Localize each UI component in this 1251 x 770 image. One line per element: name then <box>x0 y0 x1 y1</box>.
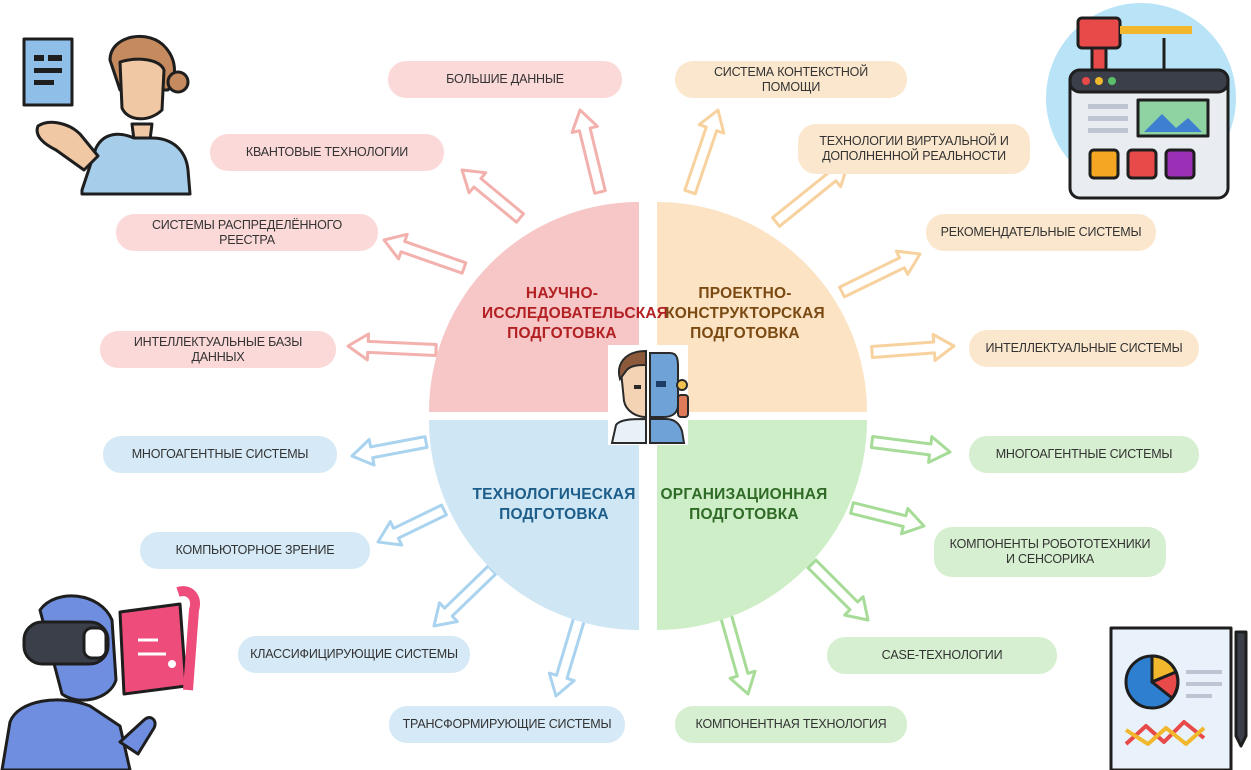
arrow-to-computer-vision <box>376 503 448 547</box>
org-item-case-tech: CASE-ТЕХНОЛОГИИ <box>827 637 1057 674</box>
design-item-context-help: СИСТЕМА КОНТЕКСТНОЙ ПОМОЩИ <box>675 61 907 98</box>
design-item-recommender: РЕКОМЕНДАТЕЛЬНЫЕ СИСТЕМЫ <box>926 214 1156 251</box>
arrow-to-big-data <box>570 108 607 195</box>
arrow-to-quantum <box>460 168 525 224</box>
research-item-big-data: БОЛЬШИЕ ДАННЫЕ <box>388 61 622 98</box>
arrow-to-transforming <box>547 612 587 698</box>
quadrant-label-organizational: ОРГАНИЗАЦИОННАЯ ПОДГОТОВКА <box>660 486 828 523</box>
research-item-quantum: КВАНТОВЫЕ ТЕХНОЛОГИИ <box>210 134 444 171</box>
quadrant-design <box>657 202 867 412</box>
org-item-component-tech: КОМПОНЕНТНАЯ ТЕХНОЛОГИЯ <box>675 706 907 743</box>
arrow-to-intelligent-databases <box>346 332 438 362</box>
arrow-to-intelligent-systems <box>870 333 956 362</box>
tech-item-multiagent: МНОГОАГЕНТНЫЕ СИСТЕМЫ <box>103 436 337 473</box>
arrow-to-tech-multiagent <box>350 435 429 467</box>
arrow-to-robotics-sensors <box>849 501 926 536</box>
arrow-to-case-tech <box>806 558 870 622</box>
quadrant-technological <box>429 420 639 630</box>
quadrant-research <box>429 202 639 412</box>
arrow-to-classifying <box>432 564 498 628</box>
arrow-to-component-tech <box>719 613 757 696</box>
arrow-to-distributed-ledger <box>382 232 468 275</box>
tech-item-classifying: КЛАССИФИЦИРУЮЩИЕ СИСТЕМЫ <box>238 636 470 673</box>
design-item-intelligent-systems: ИНТЕЛЛЕКТУАЛЬНЫЕ СИСТЕМЫ <box>969 330 1199 367</box>
research-item-distributed-ledger: СИСТЕМЫ РАСПРЕДЕЛЁННОГО РЕЕСТРА <box>116 214 378 251</box>
quadrant-organizational <box>657 420 867 630</box>
arrow-to-recommender <box>838 249 922 299</box>
arrow-to-context-help <box>683 108 726 196</box>
org-item-robotics-sensors: КОМПОНЕНТЫ РОБОТОТЕХНИКИ И СЕНСОРИКА <box>934 527 1166 577</box>
tech-item-computer-vision: КОМПЬЮТОРНОЕ ЗРЕНИЕ <box>140 532 370 569</box>
arrow-to-org-multiagent <box>869 435 952 464</box>
quadrant-label-technological: ТЕХНОЛОГИЧЕСКАЯ ПОДГОТОВКА <box>472 486 636 523</box>
research-item-intelligent-databases: ИНТЕЛЛЕКТУАЛЬНЫЕ БАЗЫ ДАННЫХ <box>100 331 336 368</box>
tech-item-transforming: ТРАНСФОРМИРУЮЩИЕ СИСТЕМЫ <box>389 706 625 743</box>
org-item-multiagent: МНОГОАГЕНТНЫЕ СИСТЕМЫ <box>969 436 1199 473</box>
human-robot-hybrid-icon <box>608 345 689 445</box>
quadrant-label-research: НАУЧНО- ИССЛЕДОВАТЕЛЬСКАЯ ПОДГОТОВКА <box>482 285 669 342</box>
quadrant-label-design: ПРОЕКТНО- КОНСТРУКТОРСКАЯ ПОДГОТОВКА <box>665 285 825 342</box>
design-item-vr-ar: ТЕХНОЛОГИИ ВИРТУАЛЬНОЙ И ДОПОЛНЕННОЙ РЕА… <box>798 124 1030 174</box>
